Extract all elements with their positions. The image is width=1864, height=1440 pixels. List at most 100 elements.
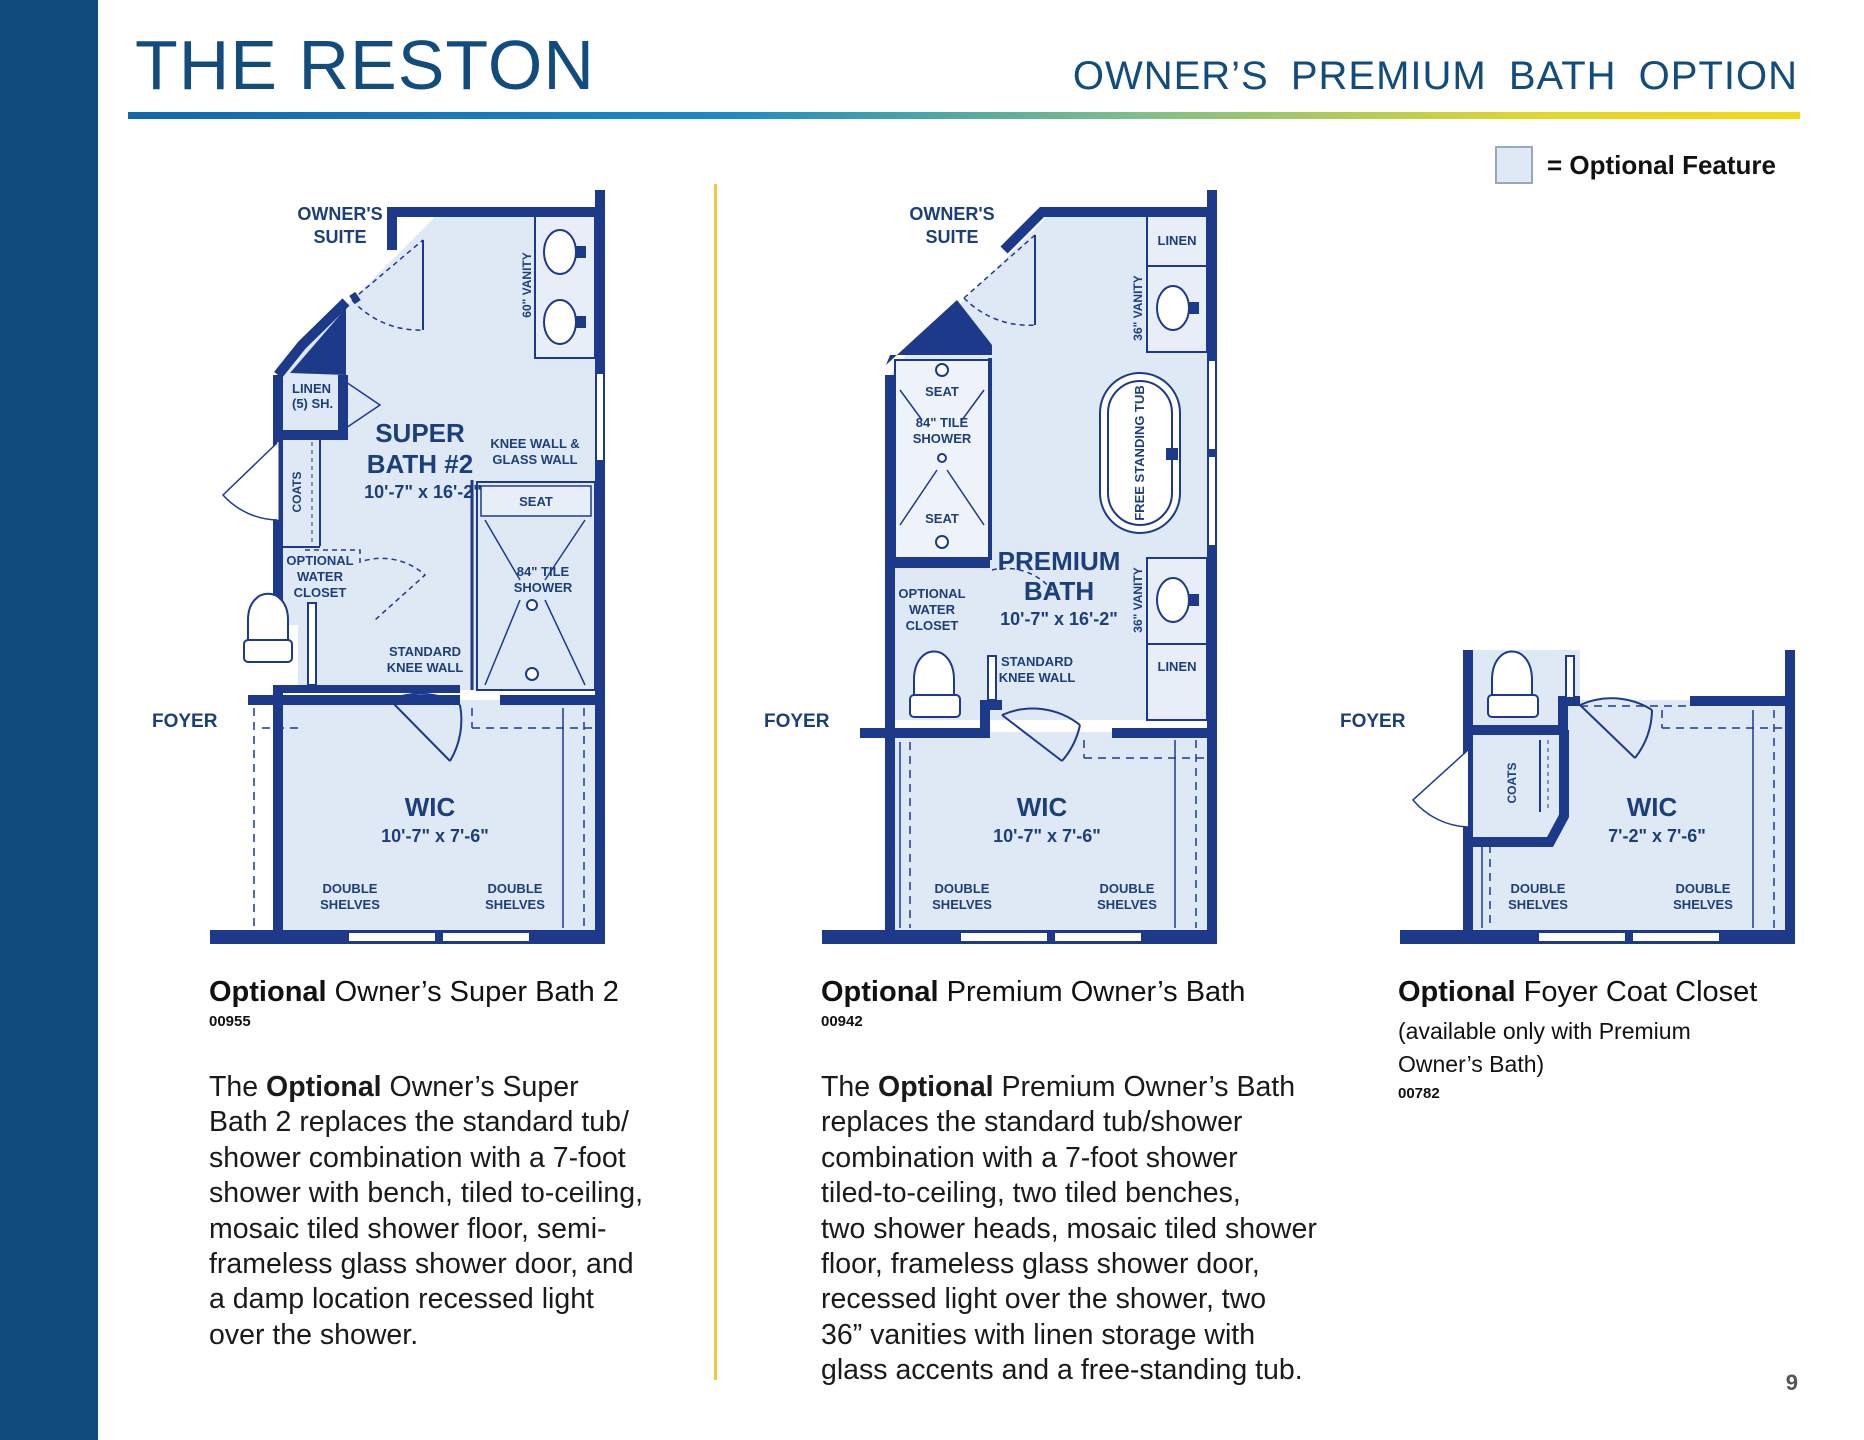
label-shower-2: SHOWER bbox=[913, 431, 972, 446]
description-line: The Optional Premium Owner’s Bath bbox=[821, 1070, 1341, 1105]
caption-optional: Optional bbox=[821, 976, 939, 1008]
door-coats bbox=[1411, 749, 1469, 828]
window-bottom-2 bbox=[1631, 931, 1721, 943]
coat-closet-wall bbox=[1468, 730, 1569, 847]
window-bottom-2 bbox=[1053, 931, 1143, 943]
label-vanity-top: 36" VANITY bbox=[1131, 275, 1145, 340]
description-line: shower with bench, tiled to-ceiling, bbox=[209, 1177, 644, 1210]
caption-name: Premium Owner’s Bath bbox=[938, 976, 1246, 1008]
toilet bbox=[247, 592, 289, 641]
caption-note-line: (available only with Premium bbox=[1398, 1018, 1691, 1044]
label-wic-dims: 10'-7" x 7'-6" bbox=[993, 826, 1101, 846]
label-room-dims: 10'-7" x 16'-2" bbox=[1000, 609, 1118, 629]
wic-room-fill bbox=[278, 700, 595, 933]
bath-room-fill bbox=[278, 212, 595, 690]
description-line: glass accents and a free-standing tub. bbox=[821, 1354, 1303, 1387]
column-divider bbox=[714, 184, 717, 1380]
door-wic bbox=[1001, 707, 1081, 762]
label-wic-dims: 10'-7" x 7'-6" bbox=[381, 826, 489, 846]
label-seat: SEAT bbox=[519, 494, 553, 509]
description-line: shower combination with a 7-foot bbox=[209, 1141, 626, 1174]
coats-fill bbox=[1470, 730, 1560, 837]
caption-title: Optional Premium Owner’s Bath bbox=[821, 976, 1245, 1009]
label-linen-bottom: LINEN bbox=[1158, 659, 1197, 674]
toilet bbox=[1491, 650, 1533, 696]
label-owners-suite-2: SUITE bbox=[313, 227, 366, 247]
description-line: recessed light over the shower, two bbox=[821, 1283, 1267, 1316]
page-number: 9 bbox=[1785, 1370, 1798, 1395]
window-bottom-1 bbox=[1537, 931, 1627, 943]
label-seat-top: SEAT bbox=[925, 384, 959, 399]
angled-wall-top bbox=[387, 207, 440, 250]
page-subtitle: OWNER’S PREMIUM BATH OPTION bbox=[1072, 54, 1798, 98]
description-line: over the shower. bbox=[209, 1318, 419, 1351]
wic-room-fill bbox=[890, 732, 1207, 933]
label-foyer: FOYER bbox=[152, 711, 218, 732]
label-shelves-left-2: SHELVES bbox=[320, 897, 380, 912]
caption-optional: Optional bbox=[209, 976, 327, 1008]
window-side-2 bbox=[1207, 455, 1217, 547]
label-knee-glass-1: KNEE WALL & bbox=[490, 436, 579, 451]
label-shelves-right-2: SHELVES bbox=[1097, 897, 1157, 912]
description-line: The Optional Owner’s Super bbox=[209, 1070, 679, 1105]
description-line: combination with a 7-foot shower bbox=[821, 1141, 1238, 1174]
door-suite bbox=[351, 239, 424, 331]
label-shelves-left-1: DOUBLE bbox=[323, 881, 378, 896]
label-water-closet-1: OPTIONAL bbox=[286, 553, 353, 568]
label-wic: WIC bbox=[405, 792, 456, 822]
caption-title: Optional Owner’s Super Bath 2 bbox=[209, 976, 619, 1009]
caption-code: 00942 bbox=[821, 1013, 863, 1030]
description-line: replaces the standard tub/shower bbox=[821, 1106, 1243, 1139]
window-side-1 bbox=[1207, 359, 1217, 451]
door-wic bbox=[1579, 697, 1653, 759]
label-knee-wall-1: STANDARD bbox=[1001, 654, 1073, 669]
caption-optional: Optional bbox=[1398, 976, 1516, 1008]
label-room-name-1: PREMIUM bbox=[998, 546, 1121, 576]
left-sidebar-band bbox=[0, 0, 98, 1440]
label-room-dims: 10'-7" x 16'-2" bbox=[364, 482, 482, 502]
description-super-bath: The Optional Owner’s Super Bath 2 replac… bbox=[209, 1070, 679, 1353]
label-shelves-left-2: SHELVES bbox=[1508, 897, 1568, 912]
label-shower-1: 84" TILE bbox=[517, 564, 570, 579]
label-linen-2: (5) SH. bbox=[292, 396, 333, 411]
description-bold: Optional bbox=[878, 1071, 994, 1103]
label-wic-dims: 7'-2" x 7'-6" bbox=[1608, 826, 1706, 846]
door-wic bbox=[389, 692, 461, 762]
page-title: THE RESTON bbox=[135, 26, 595, 104]
label-owners-suite-2: SUITE bbox=[925, 227, 978, 247]
shower-enclosure bbox=[476, 481, 596, 691]
caption-super-bath: Optional Owner’s Super Bath 2 00955 bbox=[209, 976, 619, 1030]
label-shelves-right-1: DOUBLE bbox=[1100, 881, 1155, 896]
label-foyer: FOYER bbox=[764, 711, 830, 732]
description-bold: Optional bbox=[266, 1071, 382, 1103]
label-shelves-right-1: DOUBLE bbox=[1676, 881, 1731, 896]
free-standing-tub bbox=[1099, 372, 1181, 534]
legend: = Optional Feature bbox=[1495, 146, 1776, 184]
description-line: two shower heads, mosaic tiled shower bbox=[821, 1212, 1317, 1245]
coats-fill bbox=[278, 435, 320, 547]
description-line: mosaic tiled shower floor, semi- bbox=[209, 1212, 607, 1245]
description-line: frameless glass shower door, and bbox=[209, 1248, 634, 1281]
label-room-name-2: BATH #2 bbox=[367, 449, 473, 479]
label-seat-bottom: SEAT bbox=[925, 511, 959, 526]
window-side bbox=[595, 372, 605, 462]
label-room-name-2: BATH bbox=[1024, 576, 1094, 606]
label-water-closet-2: WATER bbox=[297, 569, 344, 584]
label-linen-1: LINEN bbox=[292, 381, 331, 396]
window-bottom-2 bbox=[441, 931, 531, 943]
label-water-closet-2: WATER bbox=[909, 602, 956, 617]
caption-note: (available only with Premium Owner’s Bat… bbox=[1398, 1015, 1757, 1081]
toilet bbox=[913, 650, 955, 696]
description-premium-bath: The Optional Premium Owner’s Bath replac… bbox=[821, 1070, 1341, 1389]
description-line: Bath 2 replaces the standard tub/ bbox=[209, 1106, 629, 1139]
floorplan-super-bath: OWNER'S SUITE 60" VANITY LINEN (5) SH. S… bbox=[140, 180, 620, 950]
label-shelves-left-2: SHELVES bbox=[932, 897, 992, 912]
description-line: tiled-to-ceiling, two tiled benches, bbox=[821, 1177, 1241, 1210]
label-water-closet-3: CLOSET bbox=[906, 618, 959, 633]
label-knee-wall-1: STANDARD bbox=[389, 644, 461, 659]
description-line: a damp location recessed light bbox=[209, 1283, 594, 1316]
label-shower-1: 84" TILE bbox=[916, 415, 969, 430]
label-vanity-bottom: 36" VANITY bbox=[1131, 567, 1145, 632]
label-owners-suite-1: OWNER'S bbox=[297, 204, 382, 224]
floorplan-coat-closet: FOYER COATS WIC 7'-2" x 7'-6" DOUBLE SHE… bbox=[1330, 640, 1810, 960]
